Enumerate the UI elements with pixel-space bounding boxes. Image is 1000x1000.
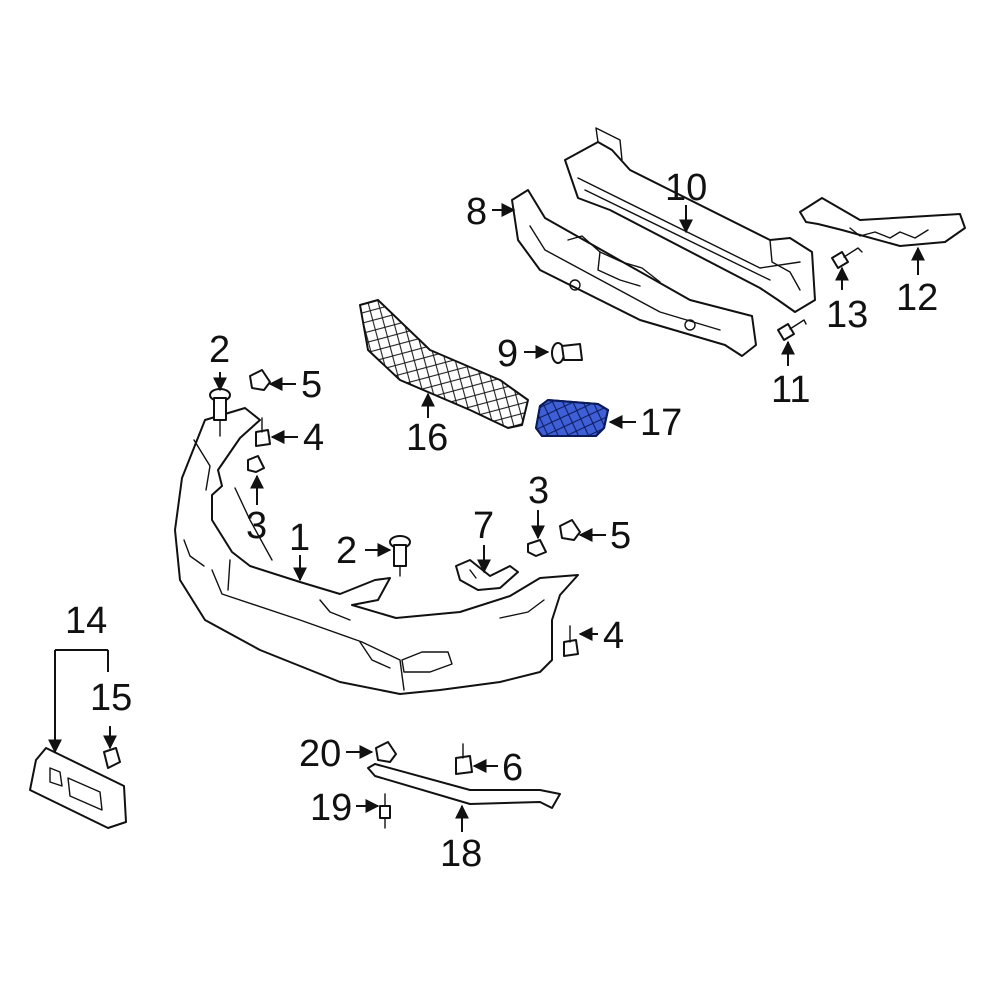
callout-15[interactable]: 15 [90, 677, 132, 719]
lower-trim-strip[interactable] [367, 763, 561, 809]
callout-13[interactable]: 13 [826, 294, 868, 336]
nut-5b[interactable] [559, 519, 581, 541]
callout-labels: 1 2 2 3 3 4 4 5 5 6 7 8 9 10 11 12 13 14… [65, 167, 938, 875]
callout-5-right[interactable]: 5 [610, 515, 631, 557]
callout-7[interactable]: 7 [473, 505, 494, 547]
callout-16[interactable]: 16 [406, 417, 448, 459]
fog-lamp-cover-highlighted[interactable] [534, 398, 610, 437]
bolt-13[interactable] [831, 247, 863, 269]
callout-3-left[interactable]: 3 [246, 505, 267, 547]
nut-5a[interactable] [249, 369, 271, 391]
energy-absorber[interactable] [511, 189, 757, 357]
push-pin-2a[interactable] [209, 388, 231, 437]
nut-20[interactable] [375, 741, 397, 763]
lower-grille[interactable] [359, 299, 529, 429]
callout-2-top[interactable]: 2 [209, 329, 230, 371]
push-pin-2b[interactable] [389, 535, 411, 577]
screw-4b[interactable] [563, 625, 579, 657]
callout-19[interactable]: 19 [310, 787, 352, 829]
screw-15[interactable] [103, 747, 121, 769]
callout-11[interactable]: 11 [771, 369, 810, 411]
leader-lines [48, 203, 925, 832]
callout-10[interactable]: 10 [665, 167, 707, 209]
screw-4a[interactable] [255, 417, 271, 447]
callout-20[interactable]: 20 [299, 733, 341, 775]
screw-6[interactable] [455, 743, 473, 775]
callout-12[interactable]: 12 [896, 277, 938, 319]
clip-3b[interactable] [527, 539, 547, 557]
bumper-cover[interactable] [174, 407, 579, 695]
callout-18[interactable]: 18 [440, 833, 482, 875]
callout-9[interactable]: 9 [497, 333, 518, 375]
clip-9[interactable] [551, 342, 583, 364]
callout-8[interactable]: 8 [466, 191, 487, 233]
side-bracket[interactable] [799, 197, 966, 247]
screw-19[interactable] [379, 793, 391, 829]
callout-17[interactable]: 17 [640, 402, 682, 444]
callout-6[interactable]: 6 [502, 747, 523, 789]
center-bracket[interactable] [455, 559, 519, 591]
callout-5-left[interactable]: 5 [301, 364, 322, 406]
callout-1[interactable]: 1 [289, 517, 310, 559]
callout-14[interactable]: 14 [65, 600, 107, 642]
callout-3-right[interactable]: 3 [528, 470, 549, 512]
bolt-11[interactable] [777, 319, 807, 341]
callout-2-mid[interactable]: 2 [336, 530, 357, 572]
license-plate-bracket[interactable] [29, 747, 127, 829]
callout-4-right[interactable]: 4 [603, 615, 624, 657]
clip-3a[interactable] [247, 455, 265, 473]
callout-4-left[interactable]: 4 [303, 417, 324, 459]
